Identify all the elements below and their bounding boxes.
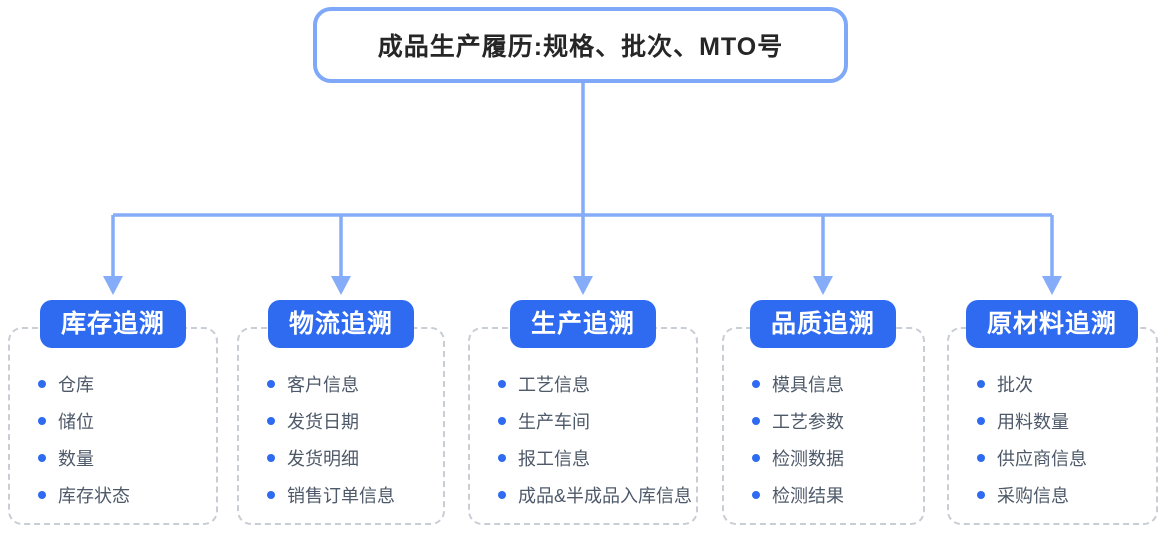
list-item-label: 库存状态 xyxy=(58,485,130,506)
bullet-dot-icon xyxy=(498,490,506,499)
list-item-label: 采购信息 xyxy=(997,485,1069,506)
bullet-dot-icon xyxy=(38,416,46,425)
branch-card-logistics: 客户信息 发货日期 发货明细 销售订单信息 xyxy=(237,327,445,525)
branch-card-quality: 模具信息 工艺参数 检测数据 检测结果 xyxy=(722,327,925,525)
bullet-dot-icon xyxy=(498,453,506,462)
bullet-dot-icon xyxy=(752,416,760,425)
branch-card-raw-material: 批次 用料数量 供应商信息 采购信息 xyxy=(947,327,1158,525)
bullet-dot-icon xyxy=(267,453,275,462)
bullet-dot-icon xyxy=(977,416,985,425)
branch-item-list: 工艺信息 生产车间 报工信息 成品&半成品入库信息 xyxy=(470,329,696,513)
list-item: 检测结果 xyxy=(752,476,923,513)
bullet-dot-icon xyxy=(752,453,760,462)
list-item: 工艺参数 xyxy=(752,402,923,439)
bullet-dot-icon xyxy=(752,490,760,499)
branch-item-list: 客户信息 发货日期 发货明细 销售订单信息 xyxy=(239,329,443,513)
list-item-label: 用料数量 xyxy=(997,411,1069,432)
arrowhead-down-icon xyxy=(331,276,351,295)
list-item: 模具信息 xyxy=(752,365,923,402)
bullet-dot-icon xyxy=(267,416,275,425)
list-item: 库存状态 xyxy=(38,476,216,513)
branch-title-raw-material: 原材料追溯 xyxy=(965,300,1139,348)
branch-title-production: 生产追溯 xyxy=(509,300,657,348)
list-item: 数量 xyxy=(38,439,216,476)
arrowhead-down-icon xyxy=(813,276,833,295)
list-item-label: 储位 xyxy=(58,411,94,432)
list-item-label: 报工信息 xyxy=(518,448,590,469)
list-item: 销售订单信息 xyxy=(267,476,443,513)
list-item: 生产车间 xyxy=(498,402,696,439)
list-item: 供应商信息 xyxy=(977,439,1156,476)
list-item-label: 供应商信息 xyxy=(997,448,1087,469)
arrowhead-down-icon xyxy=(103,276,123,295)
branch-card-production: 工艺信息 生产车间 报工信息 成品&半成品入库信息 xyxy=(468,327,698,525)
branch-title-logistics: 物流追溯 xyxy=(267,300,415,348)
branch-title-inventory: 库存追溯 xyxy=(39,300,187,348)
arrowhead-down-icon xyxy=(573,276,593,295)
bullet-dot-icon xyxy=(752,379,760,388)
list-item: 客户信息 xyxy=(267,365,443,402)
bullet-dot-icon xyxy=(38,453,46,462)
bullet-dot-icon xyxy=(977,379,985,388)
list-item: 用料数量 xyxy=(977,402,1156,439)
branch-item-list: 批次 用料数量 供应商信息 采购信息 xyxy=(949,329,1156,513)
branch-item-list: 模具信息 工艺参数 检测数据 检测结果 xyxy=(724,329,923,513)
root-node-title: 成品生产履历:规格、批次、MTO号 xyxy=(377,33,784,61)
list-item-label: 生产车间 xyxy=(518,411,590,432)
list-item: 检测数据 xyxy=(752,439,923,476)
list-item-label: 检测结果 xyxy=(772,485,844,506)
branch-card-inventory: 仓库 储位 数量 库存状态 xyxy=(8,327,218,525)
list-item-label: 批次 xyxy=(997,374,1033,395)
bullet-dot-icon xyxy=(977,490,985,499)
list-item-label: 模具信息 xyxy=(772,374,844,395)
list-item-label: 工艺信息 xyxy=(518,374,590,395)
list-item: 成品&半成品入库信息 xyxy=(498,476,696,513)
list-item: 发货明细 xyxy=(267,439,443,476)
list-item: 仓库 xyxy=(38,365,216,402)
list-item: 报工信息 xyxy=(498,439,696,476)
list-item-label: 数量 xyxy=(58,448,94,469)
root-node: 成品生产履历:规格、批次、MTO号 xyxy=(313,7,848,83)
bullet-dot-icon xyxy=(267,379,275,388)
list-item-label: 仓库 xyxy=(58,374,94,395)
list-item: 批次 xyxy=(977,365,1156,402)
bullet-dot-icon xyxy=(38,379,46,388)
list-item: 发货日期 xyxy=(267,402,443,439)
list-item-label: 客户信息 xyxy=(287,374,359,395)
bullet-dot-icon xyxy=(977,453,985,462)
list-item-label: 检测数据 xyxy=(772,448,844,469)
list-item-label: 发货明细 xyxy=(287,448,359,469)
branch-item-list: 仓库 储位 数量 库存状态 xyxy=(10,329,216,513)
list-item-label: 发货日期 xyxy=(287,411,359,432)
bullet-dot-icon xyxy=(498,379,506,388)
list-item-label: 工艺参数 xyxy=(772,411,844,432)
branch-title-quality: 品质追溯 xyxy=(749,300,897,348)
list-item: 采购信息 xyxy=(977,476,1156,513)
list-item-label: 成品&半成品入库信息 xyxy=(518,485,693,506)
bullet-dot-icon xyxy=(267,490,275,499)
bullet-dot-icon xyxy=(498,416,506,425)
arrowhead-down-icon xyxy=(1042,276,1062,295)
bullet-dot-icon xyxy=(38,490,46,499)
list-item-label: 销售订单信息 xyxy=(287,485,395,506)
list-item: 储位 xyxy=(38,402,216,439)
list-item: 工艺信息 xyxy=(498,365,696,402)
